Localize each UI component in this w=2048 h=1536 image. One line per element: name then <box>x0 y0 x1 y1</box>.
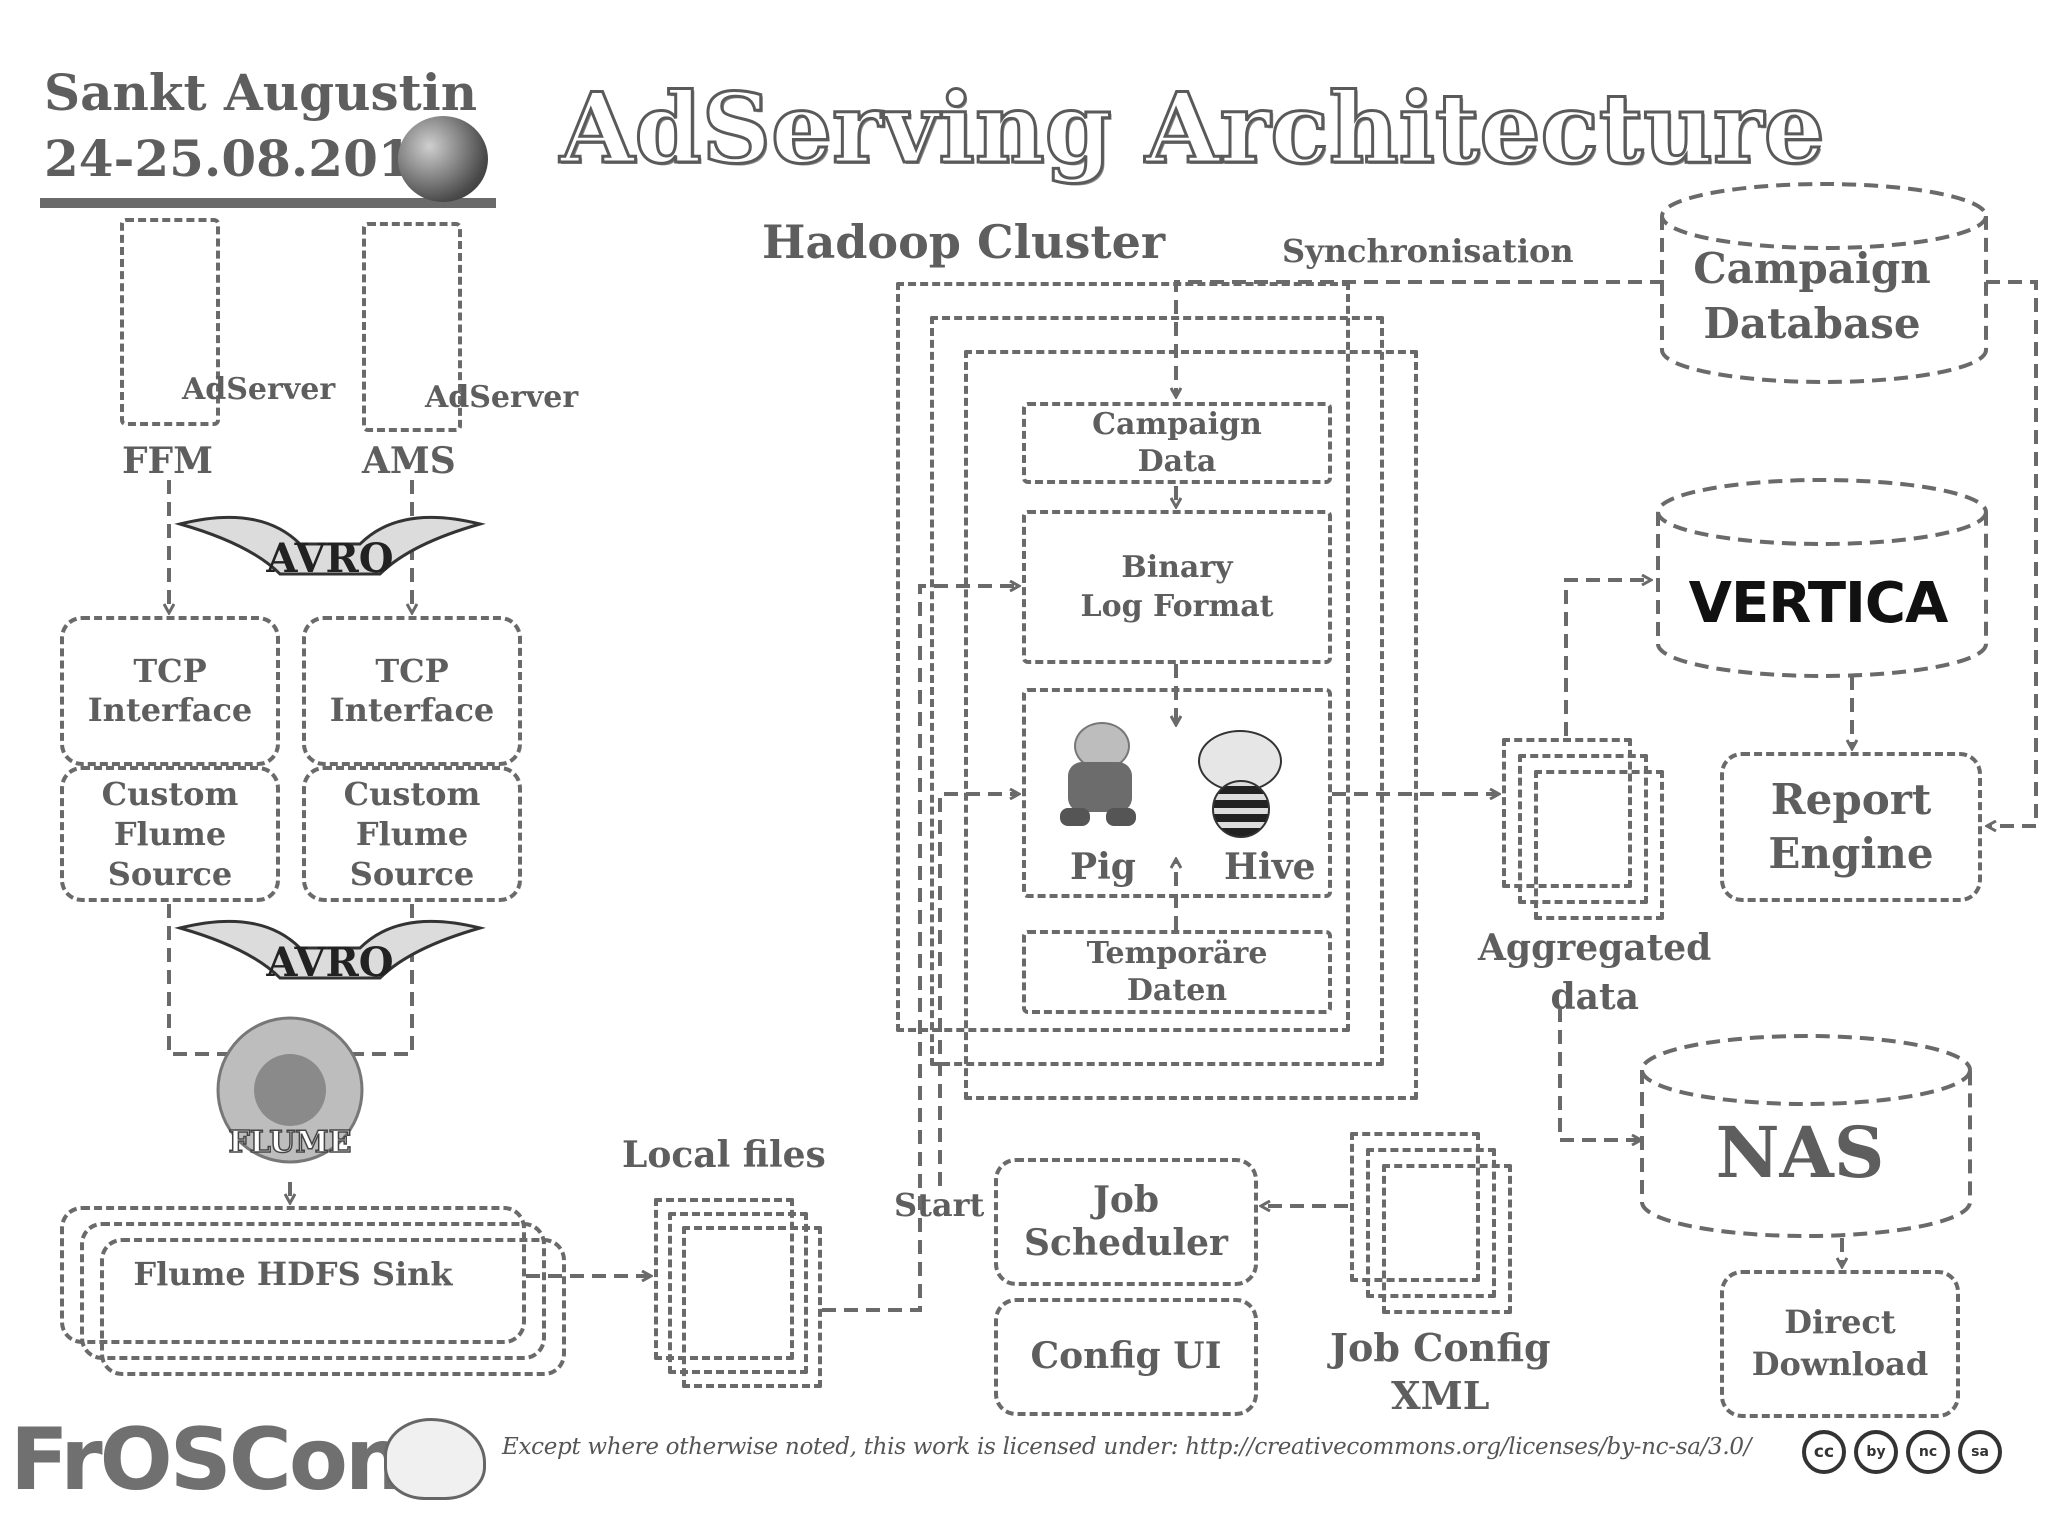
vertica-logo: VERTICA <box>1688 571 1949 636</box>
cc-icon: cc <box>1802 1430 1846 1474</box>
aggregated-data-label: Aggregated data <box>1478 927 1712 1018</box>
hadoop-frame-1 <box>896 282 1350 1032</box>
avro-logo-top: AVRO <box>174 515 486 582</box>
job-config-xml-label: Job Config XML <box>1330 1325 1551 1418</box>
hdfs-sink-label: Flume HDFS Sink <box>133 1255 453 1294</box>
nas-label: NAS <box>1715 1111 1885 1194</box>
hive-label: Hive <box>1224 846 1316 888</box>
svg-text:AVRO: AVRO <box>265 535 393 582</box>
local-files-doc-1 <box>654 1198 794 1360</box>
hadoop-frame-2 <box>930 316 1384 1066</box>
local-files-doc-2 <box>668 1212 808 1374</box>
start-to-pig-arrow <box>938 794 1018 1186</box>
direct-download-label: Direct Download <box>1751 1303 1929 1383</box>
by-icon: by <box>1854 1430 1898 1474</box>
hdfs-sink-box: Flume HDFS Sink <box>60 1206 526 1344</box>
aggregated-doc-3 <box>1534 770 1664 920</box>
custom-source-right: Custom Flume Source <box>302 766 522 902</box>
vertica-cylinder <box>1656 478 1988 678</box>
synchronisation-label: Synchronisation <box>1282 232 1574 270</box>
campaign-database-cylinder <box>1660 182 1988 384</box>
aggregated-doc-2 <box>1518 754 1648 904</box>
config-ui-box: Config UI <box>994 1298 1258 1416</box>
campaign-data-box: Campaign Data <box>1022 402 1332 484</box>
ffm-label: FFM <box>122 440 213 482</box>
sync-line <box>1176 280 1664 396</box>
report-engine-box: Report Engine <box>1720 752 1982 902</box>
tcp-interface-left: TCP Interface <box>60 616 280 766</box>
pig-icon <box>1060 722 1140 832</box>
campaign-db-to-report-arrow <box>1986 280 2038 826</box>
job-config-doc-1 <box>1350 1132 1480 1282</box>
header-underline <box>40 198 496 208</box>
nas-cylinder <box>1640 1034 1972 1238</box>
local-files-to-cluster <box>822 586 1018 1312</box>
job-scheduler-label: Job Scheduler <box>1024 1178 1228 1264</box>
license-text: Except where otherwise noted, this work … <box>502 1434 1752 1460</box>
venue-label: Sankt Augustin <box>44 63 478 122</box>
svg-text:FLUME: FLUME <box>229 1125 352 1160</box>
froscon-logo: FrOSCon <box>10 1410 406 1510</box>
custom-source-right-label: Custom Flume Source <box>343 775 481 893</box>
left-source-to-flume <box>167 904 230 1056</box>
campaign-data-label: Campaign Data <box>1092 406 1262 480</box>
temp-data-label: Temporäre Daten <box>1086 935 1268 1009</box>
pig-label: Pig <box>1070 846 1136 888</box>
nc-icon: nc <box>1906 1430 1950 1474</box>
hdfs-sink-stack-back <box>100 1238 566 1376</box>
flume-logo: FLUME <box>216 1016 364 1164</box>
avro-logo-bottom: AVRO <box>174 919 486 986</box>
temp-data-box: Temporäre Daten <box>1022 930 1332 1014</box>
tcp-interface-right: TCP Interface <box>302 616 522 766</box>
job-config-doc-2 <box>1366 1148 1496 1298</box>
job-config-doc-3 <box>1382 1164 1512 1314</box>
campaign-database-label: Campaign Database <box>1693 244 1931 348</box>
svg-text:AVRO: AVRO <box>265 939 393 986</box>
adserver-ffm-box <box>120 218 220 426</box>
binary-log-box: Binary Log Format <box>1022 510 1332 664</box>
ams-label: AMS <box>362 440 456 482</box>
direct-download-box: Direct Download <box>1720 1270 1960 1418</box>
tcp-interface-left-label: TCP Interface <box>87 651 253 729</box>
local-files-label: Local files <box>622 1134 826 1176</box>
start-label: Start <box>894 1186 985 1224</box>
sa-icon: sa <box>1958 1430 2002 1474</box>
custom-source-left: Custom Flume Source <box>60 766 280 902</box>
date-label: 24-25.08.2013 <box>44 129 448 188</box>
job-scheduler-box: Job Scheduler <box>994 1158 1258 1286</box>
aggregated-doc-1 <box>1502 738 1632 888</box>
config-ui-label: Config UI <box>1030 1335 1222 1378</box>
adserver-ffm-label: AdServer <box>182 372 336 407</box>
hadoop-cluster-title: Hadoop Cluster <box>762 215 1166 269</box>
hdfs-sink-stack-mid <box>80 1222 546 1360</box>
adserver-ams-label: AdServer <box>425 380 579 415</box>
local-files-doc-3 <box>682 1226 822 1388</box>
aggregated-to-vertica-arrow <box>1564 580 1650 736</box>
tcp-interface-right-label: TCP Interface <box>329 651 495 729</box>
report-engine-label: Report Engine <box>1768 775 1934 878</box>
custom-source-left-label: Custom Flume Source <box>101 775 239 893</box>
page-title: AdServing Architecture <box>559 70 1827 186</box>
aggregated-to-nas-arrow <box>1558 1008 1640 1140</box>
hadoop-frame-3 <box>964 350 1418 1100</box>
froscon-globe-icon <box>398 116 488 202</box>
hive-icon <box>1184 730 1294 840</box>
adserver-ams-box <box>362 222 462 432</box>
binary-log-label: Binary Log Format <box>1080 550 1274 624</box>
elephant-icon <box>384 1418 486 1500</box>
